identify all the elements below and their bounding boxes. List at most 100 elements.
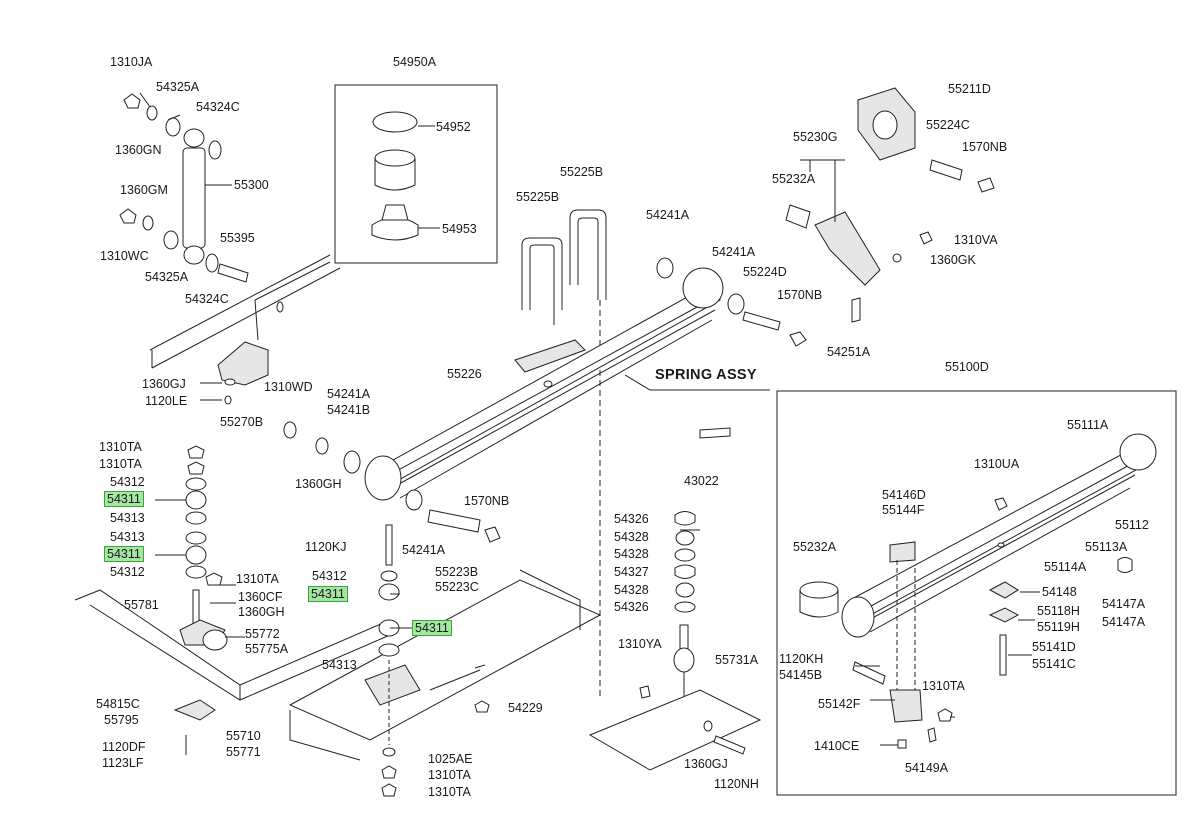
- part-label-1310TA-2: 1310TA: [99, 457, 142, 471]
- part-label-1570NB-3: 1570NB: [464, 494, 510, 508]
- spring-assy-title: SPRING ASSY: [655, 367, 757, 383]
- part-label-54313-2: 54313: [110, 530, 145, 544]
- part-label-1310VA: 1310VA: [954, 233, 998, 247]
- part-label-54312-2: 54312: [110, 565, 145, 579]
- part-label-54241A-4: 54241A: [402, 543, 446, 557]
- part-label-55775A: 55775A: [245, 642, 289, 656]
- part-label-1120DF: 1120DF: [102, 740, 146, 754]
- part-label-54815C: 54815C: [96, 697, 140, 711]
- part-label-54953: 54953: [442, 222, 477, 236]
- part-label-1310JA: 1310JA: [110, 55, 153, 69]
- part-label-54313-3: 54313: [322, 658, 357, 672]
- part-label-55211D: 55211D: [948, 82, 991, 96]
- part-label-1310TA-5: 1310TA: [428, 785, 471, 799]
- part-label-54311-highlighted-3[interactable]: 54311: [308, 586, 348, 602]
- part-label-55100D: 55100D: [945, 360, 989, 374]
- part-label-1360GM: 1360GM: [120, 183, 168, 197]
- part-label-1120KH: 1120KH: [779, 652, 824, 666]
- part-label-54241A-3: 54241A: [327, 387, 371, 401]
- part-label-55771: 55771: [226, 745, 261, 759]
- part-label-1570NB-2: 1570NB: [962, 140, 1008, 154]
- part-label-55224D: 55224D: [743, 265, 787, 279]
- part-label-54149A: 54149A: [905, 761, 949, 775]
- part-label-54145B: 54145B: [779, 668, 823, 682]
- part-label-54325A: 54325A: [156, 80, 200, 94]
- part-label-54311-highlighted[interactable]: 54311: [104, 491, 144, 507]
- part-label-54251A: 54251A: [827, 345, 871, 359]
- part-label-54325A-lower: 54325A: [145, 270, 189, 284]
- part-label-54312-3: 54312: [312, 569, 347, 583]
- part-label-54311-highlighted-2[interactable]: 54311: [104, 546, 144, 562]
- part-label-54328-2: 54328: [614, 547, 649, 561]
- part-label-54327: 54327: [614, 565, 649, 579]
- part-label-55772: 55772: [245, 627, 280, 641]
- part-label-1310WC: 1310WC: [100, 249, 149, 263]
- part-label-1360GN: 1360GN: [115, 143, 162, 157]
- part-label-55119H: 55119H: [1037, 620, 1080, 634]
- part-label-1360GH-2: 1360GH: [238, 605, 285, 619]
- part-label-55141D: 55141D: [1032, 640, 1076, 654]
- part-label-54326: 54326: [614, 512, 649, 526]
- part-label-1123LF: 1123LF: [102, 756, 144, 770]
- part-label-55223B: 55223B: [435, 565, 479, 579]
- part-label-1360GK: 1360GK: [930, 253, 976, 267]
- part-label-54229: 54229: [508, 701, 543, 715]
- part-label-1120KJ: 1120KJ: [305, 540, 347, 554]
- part-label-55395: 55395: [220, 231, 255, 245]
- part-label-1310TA: 1310TA: [99, 440, 142, 454]
- part-label-54146D: 54146D: [882, 488, 926, 502]
- part-label-55230G: 55230G: [793, 130, 838, 144]
- part-label-1410CE: 1410CE: [814, 739, 860, 753]
- part-label-54952: 54952: [436, 120, 471, 134]
- part-label-54324C-lower: 54324C: [185, 292, 229, 306]
- part-label-55111A: 55111A: [1067, 418, 1109, 432]
- part-label-54324C: 54324C: [196, 100, 240, 114]
- part-label-55113A: 55113A: [1085, 540, 1128, 554]
- part-label-54311-highlighted-4[interactable]: 54311: [412, 620, 452, 636]
- part-label-55118H: 55118H: [1037, 604, 1080, 618]
- part-label-1310UA: 1310UA: [974, 457, 1020, 471]
- part-label-54147A-2: 54147A: [1102, 615, 1146, 629]
- part-label-1120LE: 1120LE: [145, 394, 188, 408]
- part-label-55225B-left: 55225B: [516, 190, 560, 204]
- part-label-55270B: 55270B: [220, 415, 264, 429]
- part-label-55232A: 55232A: [772, 172, 816, 186]
- part-label-55710: 55710: [226, 729, 261, 743]
- part-label-54313: 54313: [110, 511, 145, 525]
- part-label-54241B: 54241B: [327, 403, 371, 417]
- part-label-55731A: 55731A: [715, 653, 759, 667]
- part-label-55144F: 55144F: [882, 503, 925, 517]
- part-label-54312: 54312: [110, 475, 145, 489]
- part-label-1025AE: 1025AE: [428, 752, 473, 766]
- part-label-54950A: 54950A: [393, 55, 437, 69]
- part-label-55225B: 55225B: [560, 165, 604, 179]
- part-label-54241A-2: 54241A: [712, 245, 756, 259]
- part-label-55114A: 55114A: [1044, 560, 1087, 574]
- part-label-55142F: 55142F: [818, 697, 861, 711]
- part-label-54328-3: 54328: [614, 583, 649, 597]
- part-label-1360GJ: 1360GJ: [142, 377, 186, 391]
- part-label-55300: 55300: [234, 178, 269, 192]
- part-label-55224C: 55224C: [926, 118, 970, 132]
- part-label-54326-2: 54326: [614, 600, 649, 614]
- part-label-55232A-lower: 55232A: [793, 540, 837, 554]
- part-label-43022: 43022: [684, 474, 719, 488]
- part-label-55141C: 55141C: [1032, 657, 1076, 671]
- part-label-55226: 55226: [447, 367, 482, 381]
- part-label-55223C: 55223C: [435, 580, 479, 594]
- part-label-1310YA: 1310YA: [618, 637, 662, 651]
- part-label-54241A: 54241A: [646, 208, 690, 222]
- part-label-1360CF: 1360CF: [238, 590, 283, 604]
- part-label-55112: 55112: [1115, 518, 1149, 532]
- part-label-1360GJ-2: 1360GJ: [684, 757, 728, 771]
- part-label-1310WD: 1310WD: [264, 380, 313, 394]
- part-label-1310TA-3: 1310TA: [236, 572, 279, 586]
- part-label-1310TA-4: 1310TA: [428, 768, 471, 782]
- part-label-1120NH: 1120NH: [714, 777, 759, 791]
- part-label-54148: 54148: [1042, 585, 1077, 599]
- part-label-1360GH: 1360GH: [295, 477, 342, 491]
- part-label-1570NB: 1570NB: [777, 288, 823, 302]
- part-label-55781: 55781: [124, 598, 159, 612]
